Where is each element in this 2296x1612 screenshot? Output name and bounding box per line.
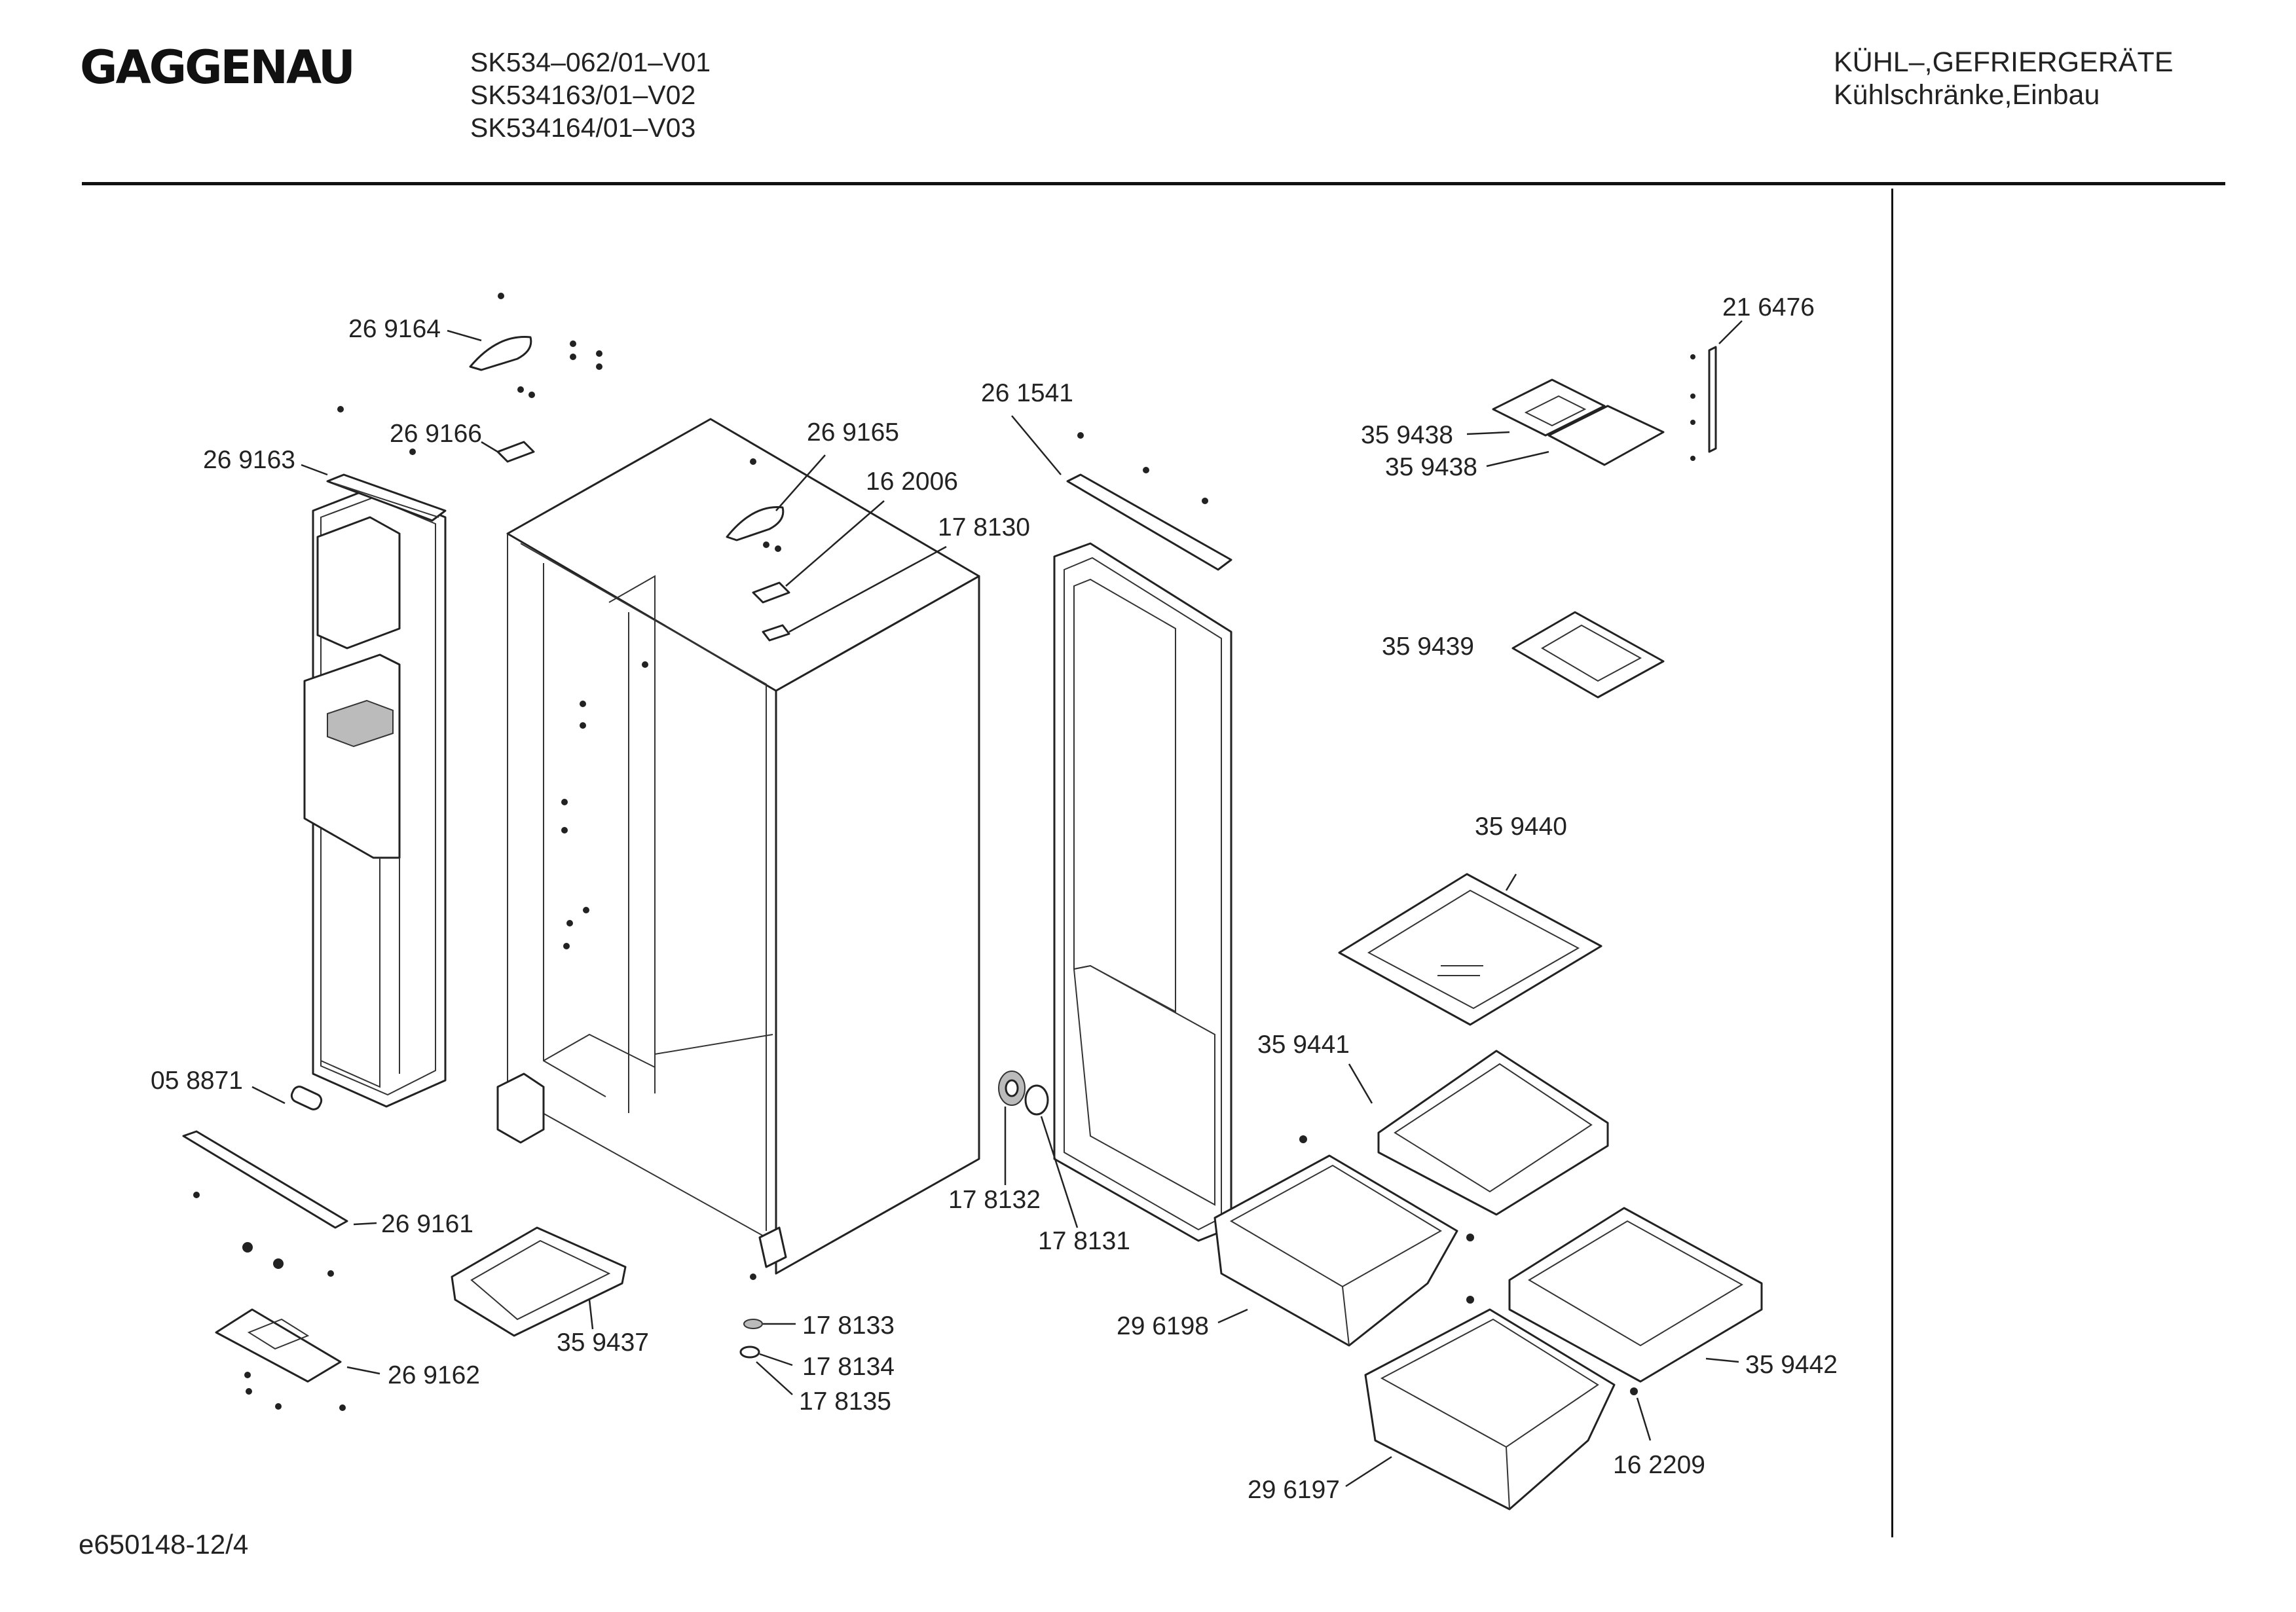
hinge-cover-269165 <box>726 506 785 541</box>
header-divider <box>82 182 2225 185</box>
hinge-cap-178130 <box>762 624 790 642</box>
drip-tray-359437 <box>451 1226 627 1337</box>
callout-359438-b: 35 9438 <box>1385 453 1477 481</box>
callout-216476: 21 6476 <box>1722 293 1815 321</box>
callout-359442: 35 9442 <box>1745 1351 1838 1379</box>
callout-178130: 17 8130 <box>938 513 1030 541</box>
callout-359441: 35 9441 <box>1257 1031 1350 1059</box>
callout-269165: 26 9165 <box>807 418 899 447</box>
callout-359437: 35 9437 <box>557 1328 649 1357</box>
callout-178131: 17 8131 <box>1038 1227 1130 1255</box>
bracket-269162 <box>215 1308 342 1383</box>
model-number-3: SK534164/01–V03 <box>470 113 696 143</box>
screws <box>193 293 1695 1411</box>
callout-162006: 16 2006 <box>866 467 958 496</box>
drawing-id: e650148-12/4 <box>79 1529 249 1560</box>
leader-lines <box>251 320 1743 1488</box>
hinge-cover-269164 <box>469 336 532 371</box>
hinge-269166 <box>496 441 535 463</box>
rail-216476 <box>1708 346 1717 453</box>
right-door <box>1053 542 1232 1242</box>
foot-178133 <box>743 1319 763 1329</box>
callout-359439: 35 9439 <box>1382 632 1474 661</box>
cabinet-body <box>496 418 980 1275</box>
callout-261541: 26 1541 <box>981 379 1073 407</box>
door-hinge-top-left <box>326 473 447 522</box>
hinge-162006 <box>752 581 790 604</box>
roller-178132 <box>998 1071 1026 1106</box>
callout-058871: 05 8871 <box>151 1067 243 1095</box>
callout-359438-a: 35 9438 <box>1361 421 1453 449</box>
callout-269166: 26 9166 <box>390 420 482 448</box>
callout-269161: 26 9161 <box>381 1210 473 1238</box>
callout-269163: 26 9163 <box>203 446 295 474</box>
drawer-296198 <box>1213 1154 1458 1347</box>
dispenser-bottom-trim-269161 <box>182 1130 348 1229</box>
callout-178135: 17 8135 <box>799 1387 891 1416</box>
model-number-1: SK534–062/01–V01 <box>470 47 711 77</box>
brand-logo: GAGGENAU <box>80 41 356 94</box>
left-door <box>303 486 447 1108</box>
callout-359440: 35 9440 <box>1475 813 1567 841</box>
door-hinge-top-right-261541 <box>1066 473 1232 571</box>
margin-divider <box>1891 189 1893 1537</box>
callout-178132: 17 8132 <box>948 1186 1041 1214</box>
shelf-359438-upper <box>1492 378 1665 466</box>
foot-178134 <box>739 1346 760 1359</box>
callout-269164: 26 9164 <box>348 315 441 343</box>
callout-296198: 29 6198 <box>1117 1312 1209 1340</box>
callout-296197: 29 6197 <box>1248 1476 1340 1504</box>
callout-labels: 26 9164 26 9166 26 9163 26 9165 16 2006 … <box>151 293 1838 1504</box>
glass-shelf-359440 <box>1338 873 1602 1026</box>
model-number-2: SK534163/01–V02 <box>470 80 696 110</box>
callout-178133: 17 8133 <box>802 1311 895 1340</box>
category-title: KÜHL–,GEFRIERGERÄTE <box>1834 46 2174 78</box>
drawer-cover-359442 <box>1508 1207 1763 1383</box>
shelf-359439 <box>1511 611 1665 699</box>
callout-269162: 26 9162 <box>388 1361 480 1389</box>
category-subtitle: Kühlschränke,Einbau <box>1834 79 2100 111</box>
roller-cap-178131 <box>1024 1084 1049 1116</box>
callout-162209: 16 2209 <box>1613 1451 1705 1479</box>
drawer-296197 <box>1364 1308 1616 1511</box>
drawer-cover-359441 <box>1377 1050 1609 1216</box>
trim-insert-058871 <box>290 1086 323 1110</box>
callout-178134: 17 8134 <box>802 1353 895 1381</box>
